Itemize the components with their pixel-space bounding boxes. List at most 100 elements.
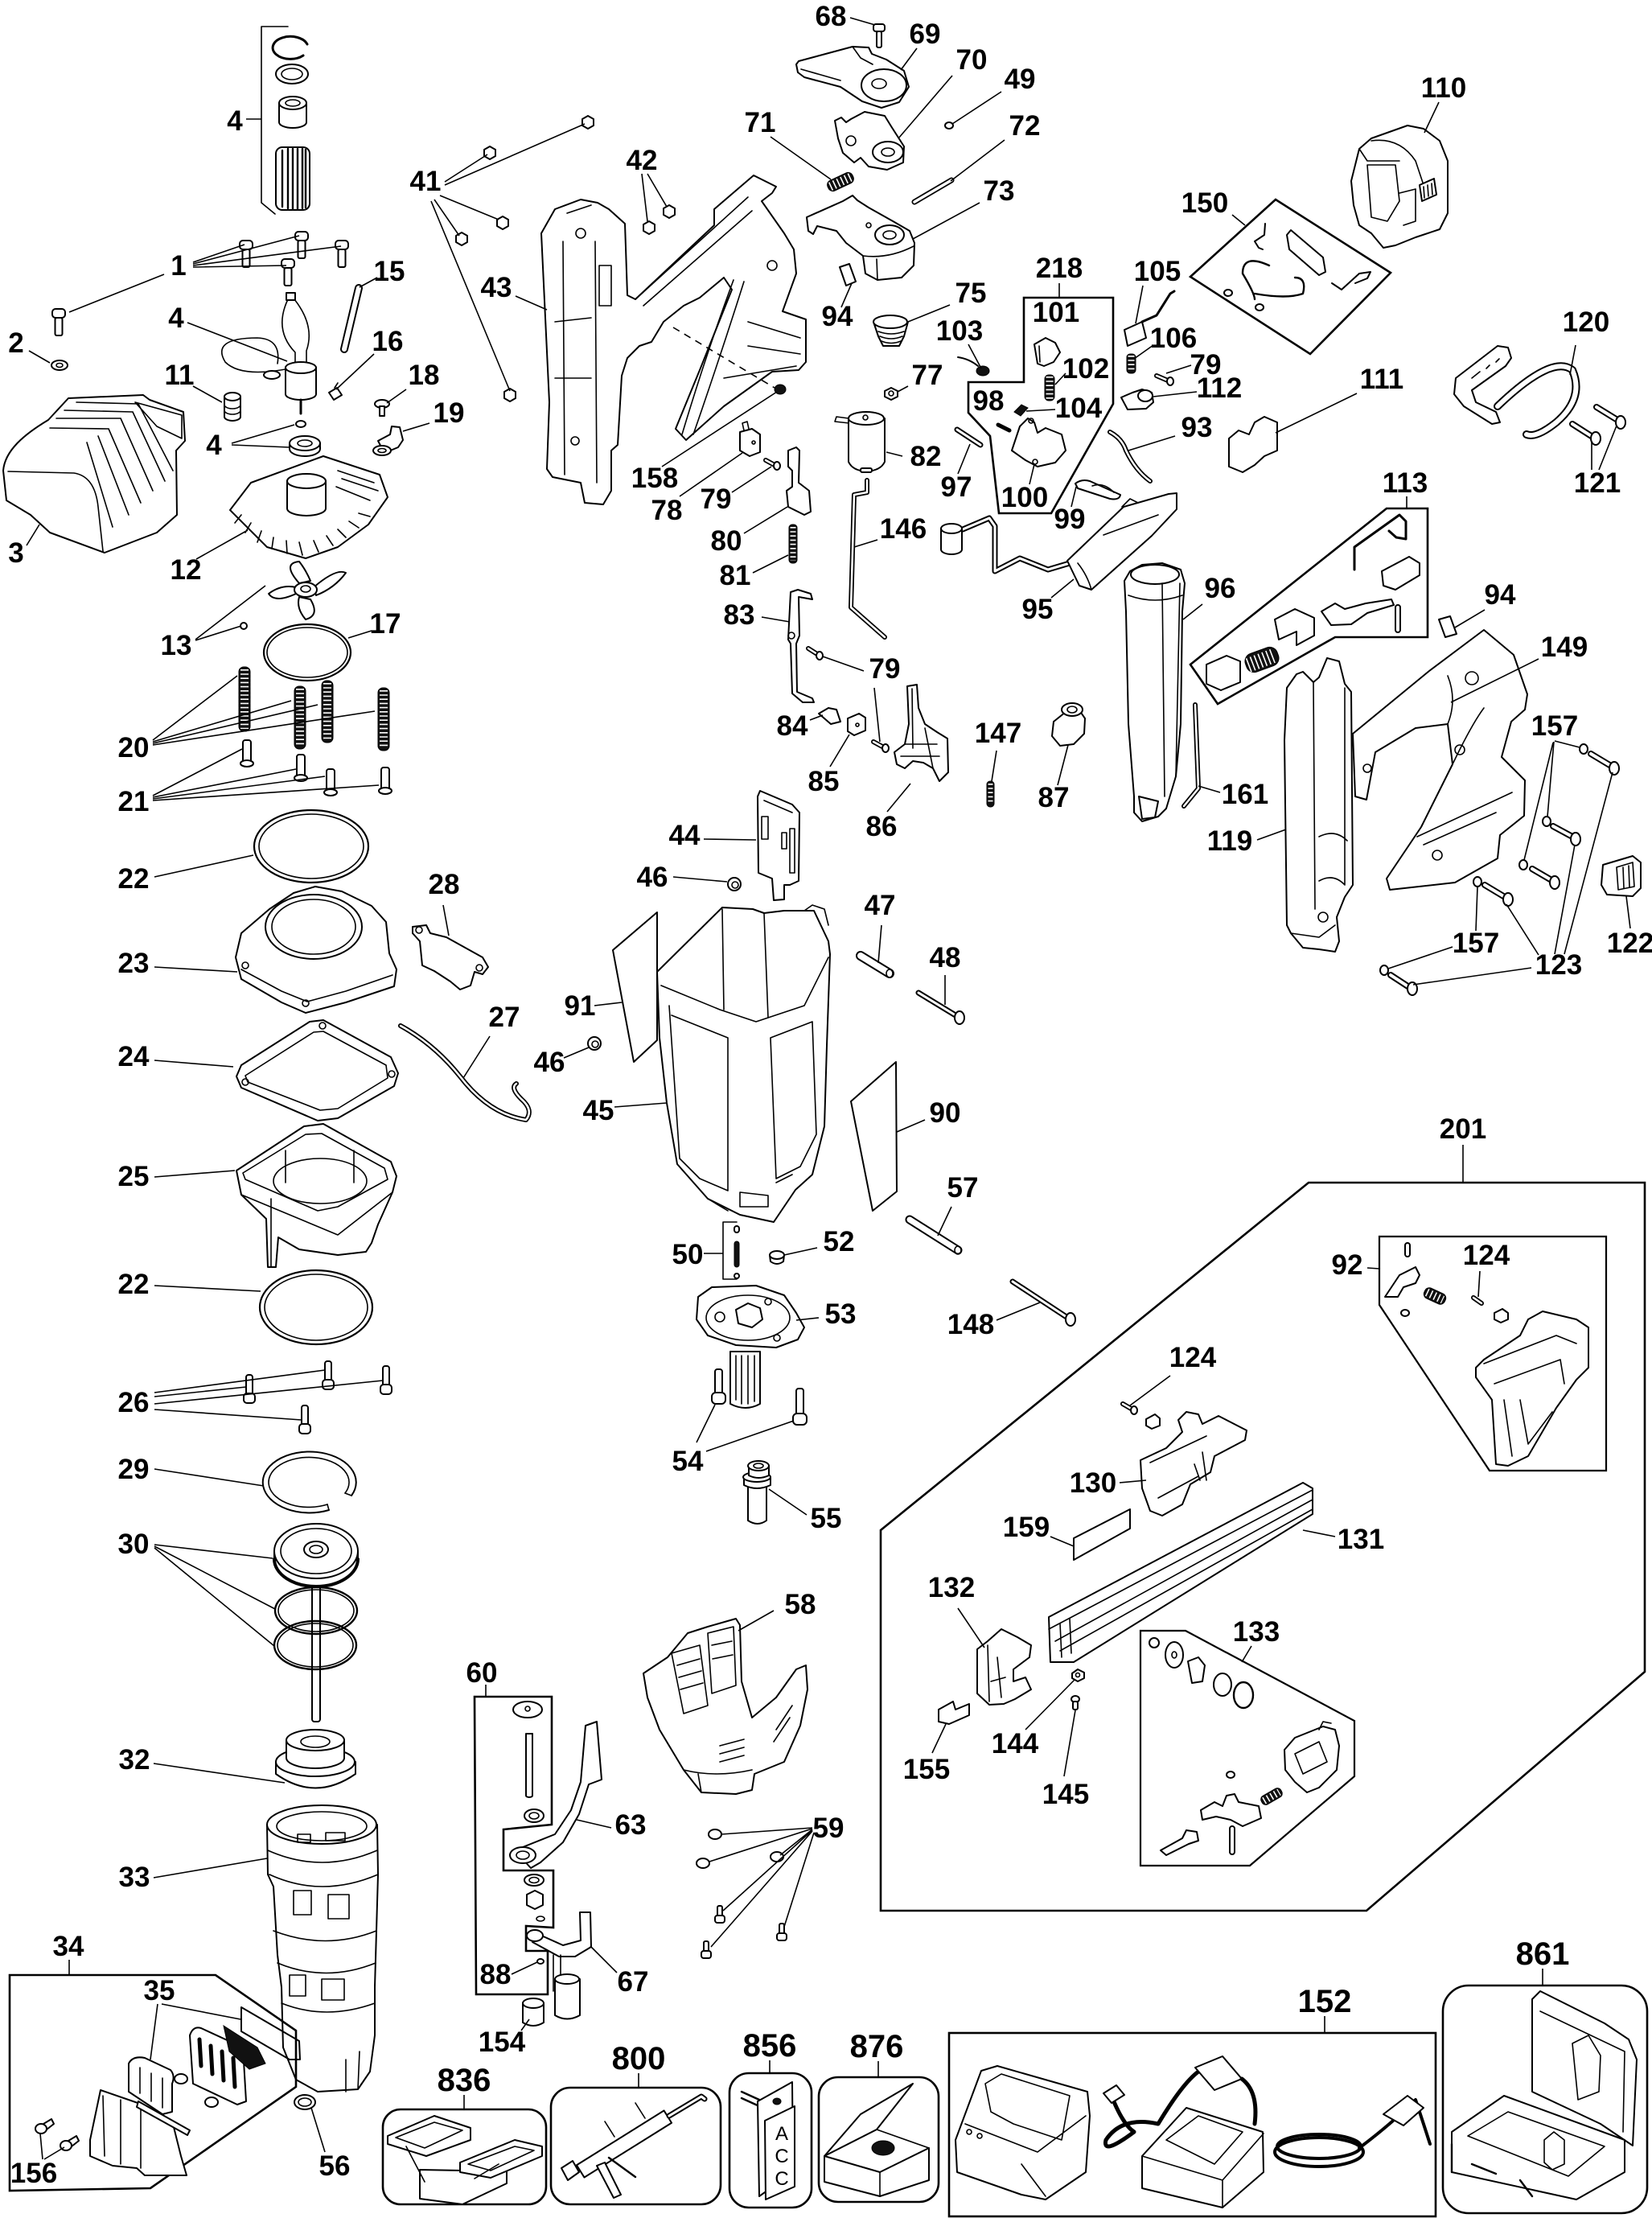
hook-loop: [1495, 364, 1579, 438]
pin: [296, 754, 306, 778]
piston-o-ring-inner: [277, 1589, 355, 1632]
callout-number: 4: [206, 430, 222, 461]
callout-number: 78: [651, 495, 683, 526]
circlip: [271, 35, 309, 60]
wire-connector: [286, 292, 296, 301]
fitting-stem: [334, 382, 339, 389]
callout-161: 161: [1198, 779, 1268, 810]
callout-20: 20: [118, 675, 376, 763]
part-79-screw-a: [763, 458, 781, 471]
callout-95: 95: [1022, 578, 1075, 625]
grease-gun-end: [561, 2160, 580, 2181]
screw-shank: [297, 240, 306, 259]
callout-number: 68: [816, 1, 847, 32]
leader-line: [752, 554, 789, 574]
callout-132: 132: [928, 1572, 985, 1648]
switch-body: [847, 713, 866, 736]
callout-number: 83: [724, 599, 755, 631]
kit-800-grease-gun: [549, 2086, 722, 2206]
callout-number: 32: [119, 1744, 150, 1776]
grease-gun-nozzle: [668, 2095, 706, 2117]
toolbox-arms: [405, 2146, 499, 2183]
part-97-pin: [954, 426, 984, 448]
clip-eye: [372, 445, 392, 456]
assembly-box-34: [8, 1973, 298, 2192]
part-75-boot: [873, 315, 909, 347]
part-102-spring: [1044, 374, 1055, 401]
nose-panel: [671, 1626, 737, 1714]
callout-43: 43: [481, 272, 548, 311]
callout-number: 87: [1038, 782, 1070, 813]
callout-number: 124: [1463, 1240, 1510, 1271]
screw-shank-fill: [1011, 1280, 1068, 1319]
part-35-reed-valve-kit: [89, 2006, 301, 2176]
part-16-fitting: [328, 382, 343, 401]
callout-35: 35: [144, 1975, 241, 2060]
callout-105: 105: [1134, 256, 1181, 324]
screw-shank: [245, 1374, 253, 1396]
callout-number: 75: [955, 278, 987, 309]
part-157-washers: [1379, 743, 1588, 976]
callout-number: 149: [1541, 632, 1588, 663]
screw-shank: [795, 1388, 804, 1417]
callout-34: 34: [53, 1931, 84, 1975]
ring-inner: [268, 1456, 350, 1508]
kit-pin: [1229, 1825, 1235, 1855]
callout-number: 69: [910, 19, 941, 50]
body-hole: [1317, 911, 1329, 923]
screw-shank: [324, 1360, 332, 1382]
screw-shank: [283, 267, 293, 286]
leader-line: [154, 1060, 234, 1068]
callout-44: 44: [669, 820, 757, 851]
callout-number: 59: [813, 1813, 844, 1844]
callout-25: 25: [118, 1161, 236, 1192]
leader-line: [26, 524, 40, 546]
assembly-box-133: [1139, 1629, 1356, 1867]
grease-gun-lever: [607, 2156, 637, 2179]
lever-hole: [516, 1850, 530, 1860]
part-112-switch: [1120, 389, 1154, 410]
part-26-screws: [243, 1360, 392, 1434]
screw-head: [1590, 431, 1601, 446]
callout-79-a: 79: [701, 466, 772, 515]
callout-78: 78: [651, 452, 743, 526]
leader-line: [590, 1945, 618, 1973]
kit-key: [1160, 1829, 1199, 1856]
callout-148: 148: [947, 1302, 1041, 1340]
callout-number: 24: [118, 1041, 150, 1072]
kit-latch-body: [1284, 1726, 1340, 1793]
fan-pin: [240, 622, 248, 630]
leader-line: [1387, 886, 1478, 969]
cap-inner: [298, 2097, 312, 2107]
leader-line: [153, 1858, 268, 1879]
callout-28: 28: [429, 869, 459, 936]
frame-hole: [766, 260, 778, 271]
charger-body: [955, 2065, 1091, 2200]
callout-79-c: 79: [1165, 349, 1221, 381]
terminal: [1331, 271, 1371, 290]
callout-83: 83: [724, 599, 791, 631]
switch-body: [739, 428, 761, 457]
callout-157-a: 157: [1523, 710, 1580, 861]
part-121-screws: [1569, 404, 1626, 446]
wire-body: [399, 1024, 531, 1121]
leader-line: [1050, 578, 1075, 599]
callout-number: 63: [615, 1809, 647, 1841]
callout-number: 41: [410, 166, 442, 197]
callout-90: 90: [896, 1097, 960, 1133]
pin-end: [954, 1245, 962, 1255]
screw-head: [1615, 415, 1626, 430]
callout-123: 123: [1412, 772, 1613, 986]
leader-line: [783, 1247, 818, 1256]
leader-line: [743, 506, 788, 534]
switch-hole: [855, 722, 860, 727]
nut: [1071, 1669, 1085, 1682]
leader-line: [1133, 344, 1154, 360]
piston-o-ring-inner: [277, 1623, 354, 1668]
callout-number: 43: [481, 272, 512, 303]
plate-slots: [761, 800, 795, 874]
callout-47: 47: [865, 890, 895, 964]
callout-number: 71: [745, 107, 776, 138]
housing-outline: [236, 1123, 397, 1268]
